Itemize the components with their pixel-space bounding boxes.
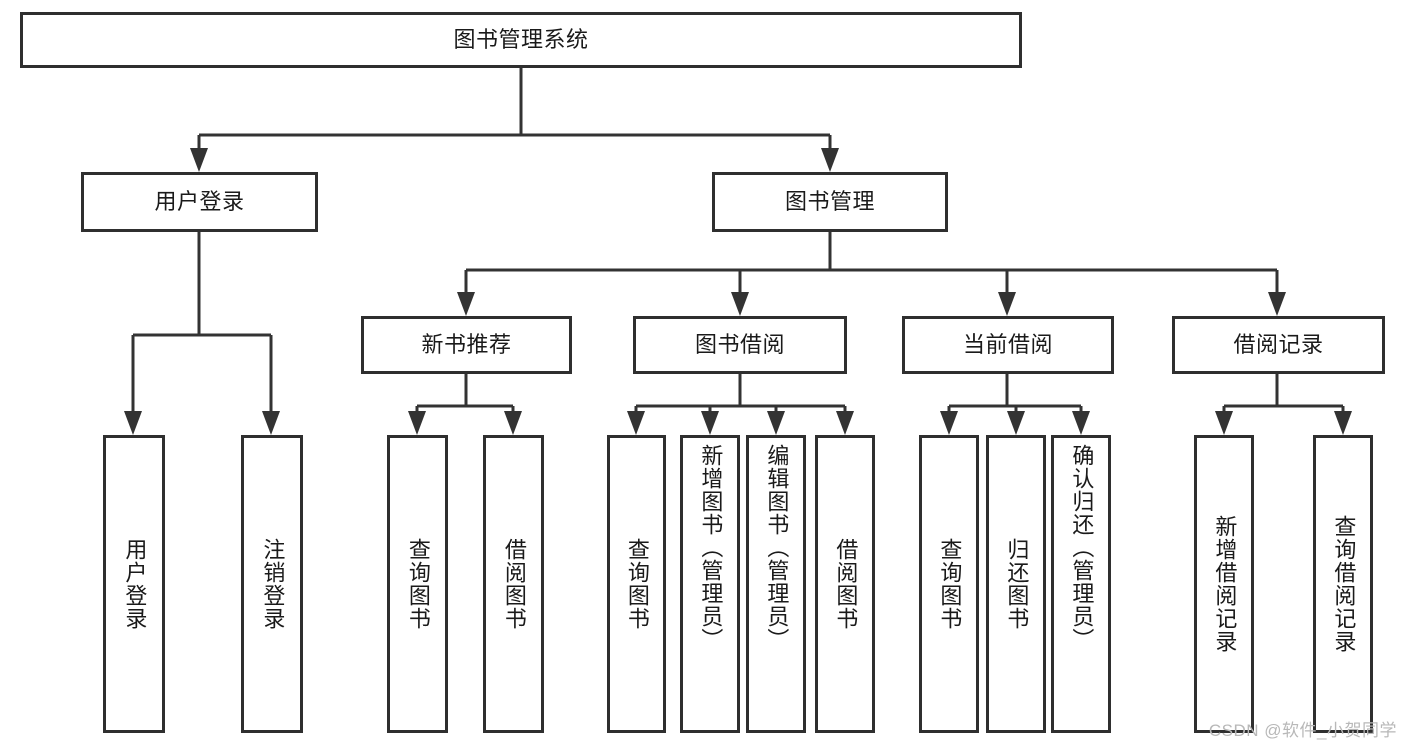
node-current-borrow[interactable]: 当前借阅: [902, 316, 1114, 374]
arrowhead-cb-leaf3: [1072, 411, 1090, 435]
leaf-confirm-return-admin[interactable]: 确认归还（管理员）: [1051, 435, 1111, 733]
leaf-return-book[interactable]: 归还图书: [986, 435, 1046, 733]
arrowhead-bb-leaf3: [767, 411, 785, 435]
leaf-borrow-book-recommend[interactable]: 借阅图书: [483, 435, 544, 733]
arrowhead-leaf-logout: [262, 411, 280, 435]
arrowhead-new-book-recommend: [457, 292, 475, 316]
arrowhead-br-leaf2: [1334, 411, 1352, 435]
leaf-query-book-current[interactable]: 查询图书: [919, 435, 979, 733]
leaf-logout[interactable]: 注销登录: [241, 435, 303, 733]
leaf-add-book-admin[interactable]: 新增图书（管理员）: [680, 435, 740, 733]
node-new-book-recommend[interactable]: 新书推荐: [361, 316, 572, 374]
arrowhead-bb-leaf4: [836, 411, 854, 435]
arrowhead-nbr-leaf2: [504, 411, 522, 435]
arrowhead-cb-leaf1: [940, 411, 958, 435]
arrowhead-borrow-record: [1268, 292, 1286, 316]
arrowhead-user-login: [190, 148, 208, 172]
arrowhead-current-borrow: [998, 292, 1016, 316]
node-user-login[interactable]: 用户登录: [81, 172, 318, 232]
leaf-query-book-borrow[interactable]: 查询图书: [607, 435, 666, 733]
arrowhead-br-leaf1: [1215, 411, 1233, 435]
node-book-management[interactable]: 图书管理: [712, 172, 948, 232]
arrowhead-cb-leaf2: [1007, 411, 1025, 435]
arrowhead-leaf-user-login: [124, 411, 142, 435]
leaf-edit-book-admin[interactable]: 编辑图书（管理员）: [746, 435, 806, 733]
leaf-query-book-recommend[interactable]: 查询图书: [387, 435, 448, 733]
node-borrow-record[interactable]: 借阅记录: [1172, 316, 1385, 374]
arrowhead-book-borrow: [731, 292, 749, 316]
node-root-system[interactable]: 图书管理系统: [20, 12, 1022, 68]
arrowhead-nbr-leaf1: [408, 411, 426, 435]
leaf-borrow-book[interactable]: 借阅图书: [815, 435, 875, 733]
arrowhead-bb-leaf1: [627, 411, 645, 435]
leaf-query-borrow-record[interactable]: 查询借阅记录: [1313, 435, 1373, 733]
leaf-add-borrow-record[interactable]: 新增借阅记录: [1194, 435, 1254, 733]
arrowhead-book-manage: [821, 148, 839, 172]
arrowhead-bb-leaf2: [701, 411, 719, 435]
node-book-borrow[interactable]: 图书借阅: [633, 316, 847, 374]
leaf-user-login[interactable]: 用户登录: [103, 435, 165, 733]
